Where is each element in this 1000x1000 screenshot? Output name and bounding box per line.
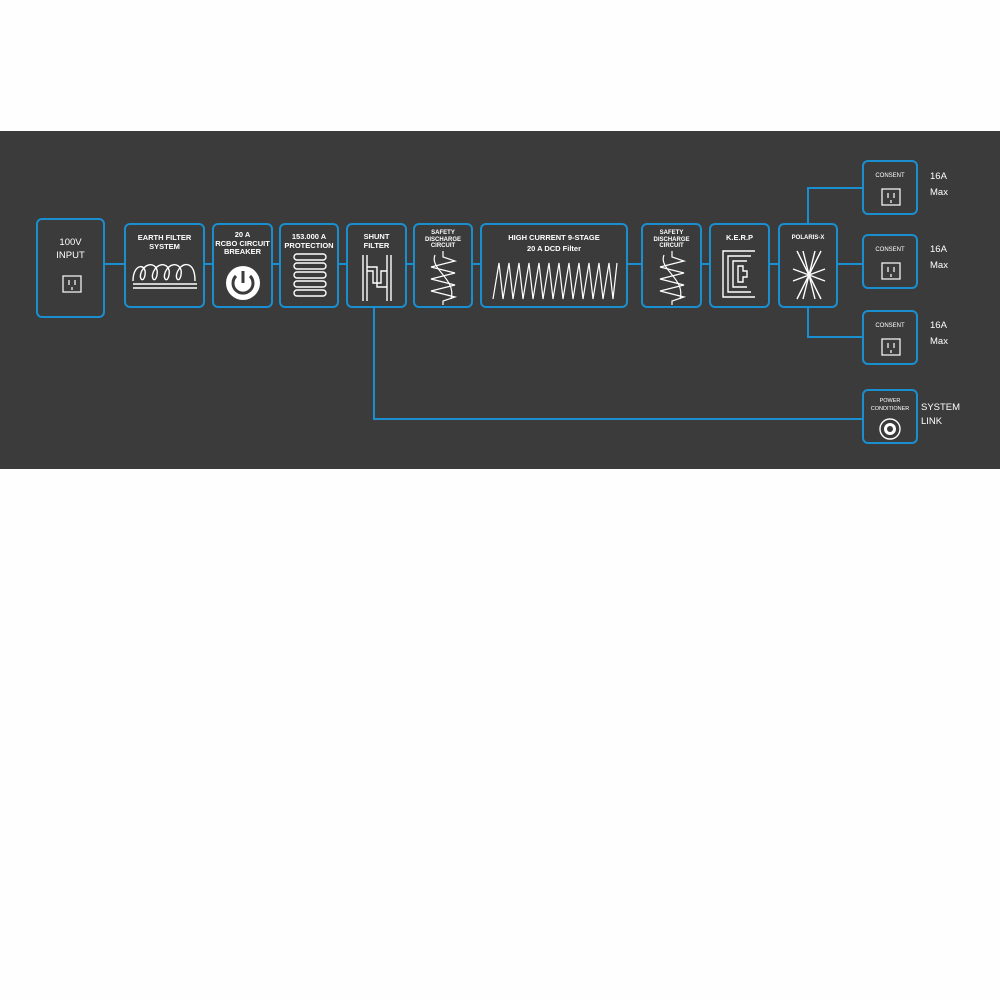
consent-rating-2: 16A Max [930,244,948,271]
kerp-block: K.E.R.P [709,223,770,308]
consent-outlet-1: CONSENT [862,160,918,215]
consent-outlet-3: CONSENT [862,310,918,365]
coil-icon [132,263,197,289]
power-icon [226,266,260,300]
consent-rating-1: 16A Max [930,171,948,198]
shunt-filter-block: SHUNT FILTER [346,223,407,308]
rcbo-label: 20 A RCBO CIRCUIT BREAKER [215,230,270,256]
signal-chain-panel: 100V INPUT EARTH FILTER SYSTEM 20 A RCBO… [0,131,1000,469]
connection-lines [105,187,862,420]
outlet-icon [881,262,901,280]
safety-discharge-block-2: SAFETY DISCHARGE CIRCUIT [641,223,702,308]
stacked-bars-icon [293,253,327,297]
safety-label-2: SAFETY DISCHARGE CIRCUIT [653,230,690,249]
power-conditioner-label: POWER CONDITIONER [870,398,910,412]
polaris-label: POLARIS-X [791,235,825,241]
safety-discharge-block-1: SAFETY DISCHARGE CIRCUIT [413,223,473,308]
rcbo-block: 20 A RCBO CIRCUIT BREAKER [212,223,273,308]
consent-outlet-2: CONSENT [862,234,918,289]
consent-label-1: CONSENT [875,173,905,179]
outlet-icon [881,188,901,206]
consent-rating-3: 16A Max [930,320,948,347]
high-current-label: HIGH CURRENT 9-STAGE 20 A DCD Filter [508,233,600,253]
earth-filter-block: EARTH FILTER SYSTEM [124,223,205,308]
input-label: 100V INPUT [56,237,85,261]
protection-block: 153.000 A PROTECTION [279,223,339,308]
discharge-coil-icon [430,251,458,305]
shunt-label: SHUNT FILTER [363,232,390,250]
consent-label-3: CONSENT [875,323,905,329]
polaris-x-block: POLARIS-X [778,223,838,308]
shunt-icon [362,255,392,301]
input-block: 100V INPUT [36,218,105,318]
system-link-label: SYSTEM LINK [921,402,961,427]
earth-filter-label: EARTH FILTER SYSTEM [137,233,192,251]
kerp-icon [722,250,755,298]
outlet-icon [62,275,82,293]
outlet-icon [881,338,901,356]
power-conditioner-block: POWER CONDITIONER [862,389,918,444]
connector-icon [879,418,901,440]
safety-label-1: SAFETY DISCHARGE CIRCUIT [424,230,461,249]
consent-label-2: CONSENT [875,247,905,253]
polaris-icon [792,250,826,300]
kerp-label: K.E.R.P [725,233,754,242]
protection-label: 153.000 A PROTECTION [284,232,334,250]
discharge-coil-icon [659,251,687,305]
zigzag-icon [492,262,618,300]
high-current-filter-block: HIGH CURRENT 9-STAGE 20 A DCD Filter [480,223,628,308]
